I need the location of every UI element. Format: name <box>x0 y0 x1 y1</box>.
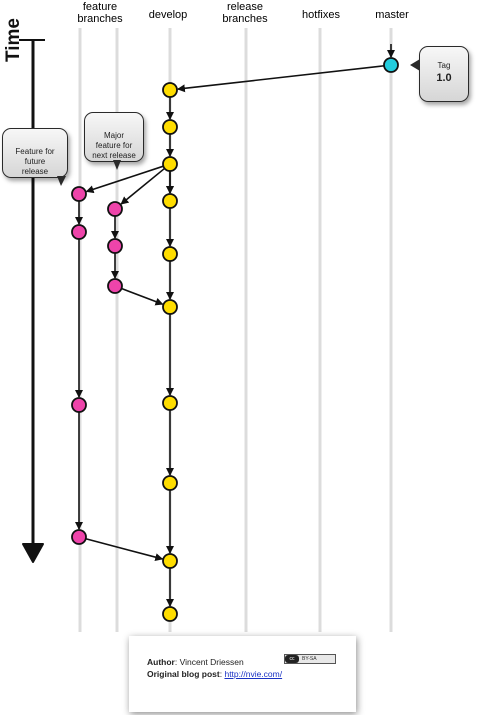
feature-commit <box>107 278 123 294</box>
develop-commit <box>162 246 178 262</box>
column-label-feature-branches: feature branches <box>77 1 123 25</box>
feature-future-callout: Feature for future release <box>2 128 68 186</box>
post-separator: : <box>219 669 225 679</box>
tag-callout-label: Tag <box>437 61 451 70</box>
develop-commit <box>162 193 178 209</box>
license-badge[interactable]: cc BY-SA <box>284 654 336 664</box>
commit-arrow <box>176 64 385 93</box>
credits-author-row: Author: Vincent Driessen <box>147 657 244 667</box>
column-label-master: master <box>375 9 409 21</box>
time-axis <box>19 39 45 563</box>
cc-icon: cc <box>285 655 299 663</box>
develop-commit <box>162 156 178 172</box>
author-name: : Vincent Driessen <box>174 657 244 667</box>
develop-commit <box>162 606 178 622</box>
tag-callout: Tag 1.0 <box>410 46 469 102</box>
post-label: Original blog post <box>147 669 220 679</box>
major-feature-callout-tail <box>113 160 121 170</box>
column-label-hotfixes: hotfixes <box>302 9 340 21</box>
develop-commit <box>162 119 178 135</box>
develop-commit <box>162 82 178 98</box>
develop-commit <box>162 475 178 491</box>
commit-arrow <box>85 165 164 194</box>
develop-commit <box>162 395 178 411</box>
commit-arrow <box>120 167 166 205</box>
feature-commit <box>107 238 123 254</box>
feature-future-callout-text: Feature for future release <box>15 147 55 176</box>
credits-box: Author: Vincent Driessen Original blog p… <box>129 636 356 712</box>
author-label: Author <box>147 657 175 667</box>
develop-commit <box>162 553 178 569</box>
time-axis-label: Time <box>3 17 24 62</box>
major-feature-callout-text: Major feature for next release <box>92 131 136 160</box>
develop-commit <box>162 299 178 315</box>
commit-arrow <box>121 287 164 306</box>
tag-callout-version: 1.0 <box>436 72 452 84</box>
feature-commit <box>71 529 87 545</box>
feature-future-callout-tail <box>57 176 66 186</box>
license-text: BY-SA <box>302 656 317 662</box>
feature-commit <box>107 201 123 217</box>
feature-commit <box>71 186 87 202</box>
feature-commit <box>71 397 87 413</box>
credits-post-row: Original blog post: http://nvie.com/ <box>147 669 282 679</box>
blog-post-link[interactable]: http://nvie.com/ <box>224 669 283 679</box>
major-feature-callout: Major feature for next release <box>84 112 144 170</box>
tag-callout-tail <box>410 59 420 71</box>
column-label-develop: develop <box>148 9 188 21</box>
feature-commit <box>71 224 87 240</box>
column-label-release-branches: release branches <box>222 1 268 25</box>
commit-arrow <box>85 538 164 562</box>
master-commit <box>383 57 399 73</box>
